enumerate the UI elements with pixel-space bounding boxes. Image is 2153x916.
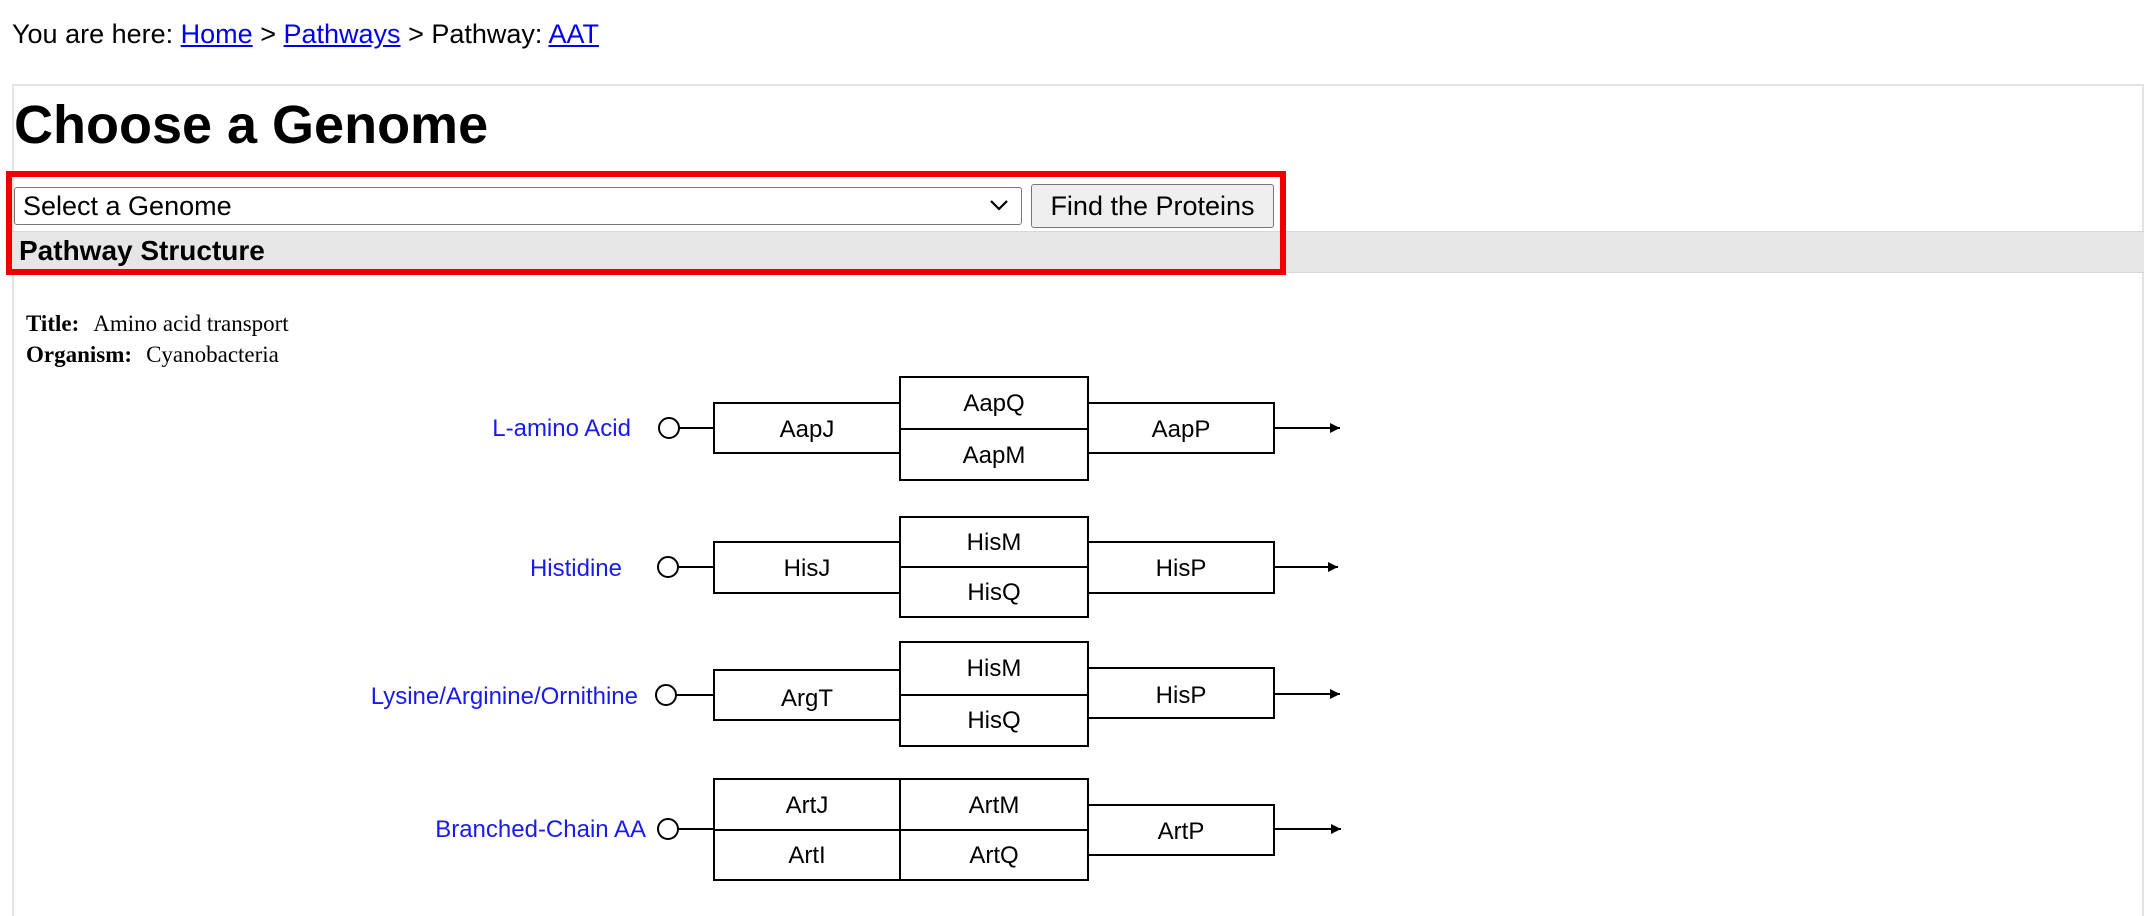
protein-label: ArtP [1158, 818, 1205, 845]
pathway-row-hisj: Histidine HisJ HisM HisQ HisP [530, 516, 1338, 618]
breadcrumb-separator: > [408, 19, 424, 49]
protein-label: HisP [1156, 555, 1207, 582]
page-title: Choose a Genome [14, 95, 489, 155]
protein-label: ArtJ [786, 792, 829, 819]
protein-label: ArtM [969, 792, 1020, 819]
pathway-row-artj: Branched-Chain AA ArtJ ArtI ArtM ArtQ Ar… [435, 778, 1341, 881]
breadcrumb-aat-link[interactable]: AAT [548, 19, 599, 49]
protein-box[interactable] [713, 402, 901, 454]
protein-label: AapM [963, 442, 1026, 469]
info-organism-row: Organism: Cyanobacteria [26, 340, 279, 370]
substrate-node-icon [657, 556, 679, 578]
pathway-row-aapj: L-amino Acid AapJ AapQ AapM AapP [492, 376, 1340, 481]
protein-box[interactable] [899, 694, 1089, 747]
protein-box[interactable] [1087, 402, 1275, 454]
info-organism-value: Cyanobacteria [146, 342, 279, 367]
substrate-link[interactable]: Histidine [530, 555, 622, 582]
substrate-link[interactable]: Lysine/Arginine/Ornithine [371, 683, 638, 710]
pathway-row-argt: Lysine/Arginine/Ornithine ArgT HisM HisQ… [371, 641, 1340, 747]
protein-label: HisQ [967, 579, 1020, 606]
breadcrumb-separator: > [260, 19, 276, 49]
protein-box[interactable] [713, 669, 901, 721]
protein-box[interactable] [899, 829, 1089, 881]
substrate-node-icon [658, 417, 680, 439]
info-title-label: Title: [26, 311, 80, 336]
protein-label: HisJ [784, 555, 831, 582]
protein-label: AapP [1152, 416, 1211, 443]
chevron-down-icon [990, 200, 1008, 211]
breadcrumb-current-label: Pathway: [431, 19, 543, 49]
info-title-row: Title: Amino acid transport [26, 309, 289, 339]
breadcrumb: You are here: Home > Pathways > Pathway:… [12, 14, 599, 54]
protein-label: ArtI [788, 842, 825, 869]
find-proteins-button[interactable]: Find the Proteins [1031, 184, 1274, 228]
info-title-value: Amino acid transport [93, 311, 289, 336]
substrate-node-icon [657, 818, 679, 840]
protein-box[interactable] [1087, 541, 1275, 594]
substrate-link[interactable]: L-amino Acid [492, 415, 631, 442]
protein-label: ArgT [781, 685, 833, 712]
substrate-link[interactable]: Branched-Chain AA [435, 816, 646, 843]
genome-select-value: Select a Genome [23, 191, 232, 221]
protein-box[interactable] [899, 376, 1089, 430]
protein-box[interactable] [713, 829, 901, 881]
breadcrumb-prefix: You are here: [12, 19, 174, 49]
protein-label: HisQ [967, 707, 1020, 734]
protein-label: ArtQ [969, 842, 1018, 869]
section-header: Pathway Structure [19, 235, 265, 266]
genome-select[interactable]: Select a Genome [14, 187, 1022, 225]
protein-label: HisM [967, 529, 1022, 556]
protein-label: AapQ [963, 390, 1024, 417]
protein-label: AapJ [780, 416, 835, 443]
substrate-node-icon [655, 684, 677, 706]
protein-box[interactable] [1087, 667, 1275, 719]
protein-box[interactable] [713, 541, 901, 594]
breadcrumb-pathways-link[interactable]: Pathways [283, 19, 401, 49]
protein-box[interactable] [899, 428, 1089, 481]
protein-label: HisP [1156, 682, 1207, 709]
protein-box[interactable] [899, 778, 1089, 831]
protein-label: HisM [967, 655, 1022, 682]
protein-box[interactable] [899, 516, 1089, 568]
breadcrumb-home-link[interactable]: Home [180, 19, 253, 49]
info-organism-label: Organism: [26, 342, 133, 367]
